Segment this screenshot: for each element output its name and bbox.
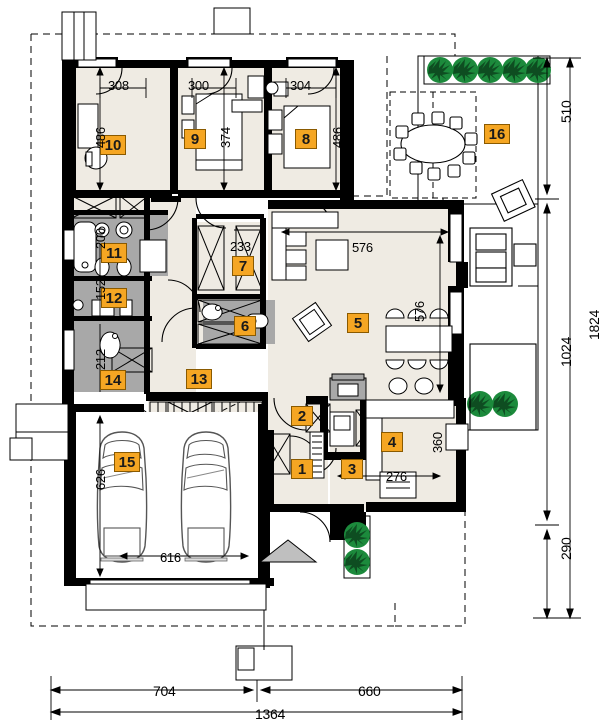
tree-icon (492, 391, 518, 417)
entrance-porch (9, 403, 318, 681)
tree-group-right (467, 391, 518, 417)
tree-icon (344, 549, 370, 575)
interior-dimension-233-6: 233 (230, 239, 251, 254)
site-boundary (30, 33, 466, 627)
interior-dimension-304-2: 304 (290, 78, 311, 93)
interior-dimension-576-7: 576 (352, 240, 373, 255)
garage (76, 412, 267, 611)
tree-group-entrance (343, 515, 371, 579)
room-badge-8[interactable]: 8 (295, 129, 317, 149)
room-badge-5[interactable]: 5 (347, 313, 369, 333)
dimension-lines (49, 56, 581, 720)
car-right (180, 431, 232, 563)
room-badge-16[interactable]: 16 (484, 124, 510, 144)
chimney (61, 7, 251, 61)
window-openings (63, 58, 463, 587)
tree-icon (427, 57, 453, 83)
interior-dimension-152-10: 152 (93, 279, 108, 300)
tree-icon (467, 391, 493, 417)
overall-dimension-right-1824: 1824 (586, 310, 600, 340)
room-badge-7[interactable]: 7 (232, 256, 254, 276)
room-badge-2[interactable]: 2 (291, 406, 313, 426)
room-badge-15[interactable]: 15 (114, 452, 140, 472)
terrace-lounge (469, 178, 537, 431)
room-badge-1[interactable]: 1 (291, 459, 313, 479)
room-badge-3[interactable]: 3 (341, 459, 363, 479)
room-badge-11[interactable]: 11 (101, 243, 127, 263)
overall-dimension-right-290: 290 (558, 537, 574, 560)
tree-group-top (423, 55, 551, 85)
room-badge-14[interactable]: 14 (100, 370, 126, 390)
interior-dimension-212-11: 212 (93, 349, 108, 370)
interior-dimension-486-3: 486 (93, 127, 108, 148)
room-badge-4[interactable]: 4 (381, 432, 403, 452)
entry-details (309, 373, 365, 479)
overall-dimension-bottom-704: 704 (153, 683, 176, 699)
overall-dimension-bottom-660: 660 (358, 683, 381, 699)
room-badge-6[interactable]: 6 (234, 316, 256, 336)
room-badge-9[interactable]: 9 (184, 129, 206, 149)
overall-dimension-bottom-1364: 1364 (255, 706, 285, 722)
interior-dimension-626-12: 626 (93, 469, 108, 490)
interior-dimension-300-1: 300 (188, 78, 209, 93)
interior-dimension-374-4: 374 (218, 127, 233, 148)
tree-icon (502, 57, 528, 83)
interior-dimension-360-15: 360 (430, 432, 445, 453)
interior-dimension-200-9: 200 (93, 228, 108, 249)
interior-dimension-486-5: 486 (330, 127, 345, 148)
tree-icon (452, 57, 478, 83)
interior-dimension-308-0: 308 (108, 78, 129, 93)
overall-dimension-right-510: 510 (558, 100, 574, 123)
terrace-dining-set (393, 111, 478, 181)
overall-dimension-right-1024: 1024 (558, 337, 574, 367)
interior-dimension-276-14: 276 (386, 469, 407, 484)
living-furniture (271, 211, 453, 401)
bedroom-furniture (77, 75, 331, 171)
tree-icon (477, 57, 503, 83)
tree-icon (344, 522, 370, 548)
interior-dimension-616-13: 616 (160, 550, 181, 565)
room-badge-12[interactable]: 12 (101, 288, 127, 308)
floor-fill (68, 66, 456, 510)
room-badge-13[interactable]: 13 (186, 369, 212, 389)
interior-dimension-576-8: 576 (412, 301, 427, 322)
room-badge-10[interactable]: 10 (100, 135, 126, 155)
